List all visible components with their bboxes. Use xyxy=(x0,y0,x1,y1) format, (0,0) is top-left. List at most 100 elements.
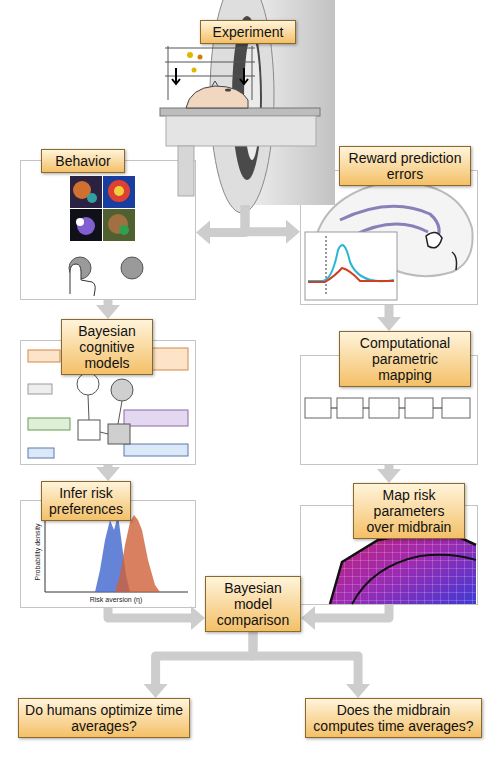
mri-scanner xyxy=(160,0,335,213)
fractal-stimuli-part xyxy=(108,180,130,202)
arrow-shaft xyxy=(104,300,113,307)
stimulus-rack-part xyxy=(252,46,253,100)
flow-arrow xyxy=(377,305,401,331)
subject-head-part xyxy=(225,89,231,92)
arrow-head xyxy=(377,317,401,331)
response-buttons-part xyxy=(121,257,143,279)
subject-head-part xyxy=(212,81,218,86)
stimulus-rack-part xyxy=(192,68,197,73)
stimulus-rack xyxy=(165,46,255,100)
arrow-head xyxy=(191,606,205,630)
fractal-stimuli-part xyxy=(114,186,124,196)
fractal-stimuli-part xyxy=(103,176,135,208)
response-buttons xyxy=(69,257,143,296)
flow-arrow xyxy=(377,465,401,483)
arrow-head xyxy=(377,469,401,483)
orange-box: Bayesian model comparison xyxy=(205,576,301,632)
node-label: Behavior xyxy=(47,153,119,169)
pipeline-flowchart-part xyxy=(369,398,399,418)
heading-box: Map risk parameters over midbrain xyxy=(353,483,465,539)
node-label: Bayesian model comparison xyxy=(211,580,295,628)
graphical-model-part xyxy=(124,444,188,456)
arrow-head xyxy=(346,684,370,698)
stimulus-rack-part xyxy=(187,52,193,58)
posterior-chart-part xyxy=(115,515,160,592)
heading-box: Infer risk preferences xyxy=(41,481,131,521)
graphical-model-part xyxy=(28,350,60,362)
fractal-stimuli-part xyxy=(70,209,102,241)
fractal-stimuli-part xyxy=(87,193,97,203)
rpe-inset-plot-part xyxy=(308,268,394,282)
arrow-head xyxy=(196,221,210,245)
flow-arrow xyxy=(96,465,120,481)
graphical-model-part xyxy=(88,395,122,434)
pipeline-flowchart-part xyxy=(331,408,442,409)
fractal-stimuli-part xyxy=(76,218,84,226)
node-label: Computational parametric mapping xyxy=(345,335,465,383)
brain-sagittal-part xyxy=(426,232,442,247)
node-label: Reward prediction errors xyxy=(345,150,465,182)
fractal-stimuli-part xyxy=(70,176,102,208)
arrow-shaft xyxy=(385,305,394,319)
fractal-stimuli-part xyxy=(103,209,135,241)
graphical-model-part xyxy=(28,418,70,430)
arrow-shaft xyxy=(104,465,113,469)
graphical-model-part xyxy=(77,373,99,395)
stimulus-rack-part xyxy=(198,55,203,60)
midbrain-map-part xyxy=(330,528,476,604)
arrow-head xyxy=(96,467,120,481)
mri-scanner-part xyxy=(160,108,320,116)
heading-box: Behavior xyxy=(41,149,125,173)
graphical-model-part xyxy=(111,379,133,401)
pipeline-flowchart-part xyxy=(305,398,331,418)
arrow-shaft xyxy=(253,632,358,686)
pipeline-flowchart-part xyxy=(442,398,470,418)
brain-sagittal-part xyxy=(452,252,457,270)
node-label: Bayesian cognitive models xyxy=(67,323,147,371)
flow-arrow xyxy=(144,632,253,698)
pipeline-flowchart xyxy=(305,398,470,418)
posterior-chart xyxy=(45,512,188,592)
axis-label: Probability density xyxy=(34,524,42,581)
arrow-shaft xyxy=(313,605,389,618)
orange-box: Do humans optimize time averages? xyxy=(18,698,190,738)
node-label: Experiment xyxy=(206,24,290,40)
fractal-stimuli-part xyxy=(77,217,95,235)
fractal-stimuli-part xyxy=(119,225,129,235)
heading-box: Bayesian cognitive models xyxy=(61,319,153,375)
heading-box: Experiment xyxy=(200,20,296,44)
stimulus-rack-part xyxy=(165,62,255,63)
graphical-model-part xyxy=(78,420,100,440)
node-label: Does the midbrain computes time averages… xyxy=(311,702,476,734)
heading-box: Computational parametric mapping xyxy=(339,331,471,387)
graphical-model-part xyxy=(28,448,54,458)
axis-label: Risk aversion (η) xyxy=(90,596,143,604)
stimulus-rack-part xyxy=(165,76,255,77)
arrow-shaft xyxy=(245,205,288,232)
arrow-head xyxy=(286,220,300,244)
orange-box: Does the midbrain computes time averages… xyxy=(305,698,482,738)
flow-arrow xyxy=(301,605,389,630)
flow-arrow xyxy=(96,300,120,319)
rpe-inset-plot xyxy=(305,232,397,300)
rpe-inset-plot-part xyxy=(305,232,397,300)
flow-arrow xyxy=(253,632,370,698)
fractal-stimuli-part xyxy=(108,214,128,234)
arrow-shaft xyxy=(208,205,245,233)
arrow-head xyxy=(301,606,315,630)
flow-arrow xyxy=(245,205,300,244)
stimulus-rack-part xyxy=(240,68,248,84)
flow-arrow xyxy=(108,606,205,630)
subject-head-part xyxy=(186,86,248,108)
pipeline-flowchart-part xyxy=(405,398,433,418)
subject-head xyxy=(186,81,248,108)
response-buttons-part xyxy=(70,264,95,296)
mri-scanner-part xyxy=(178,146,194,196)
mri-scanner-part xyxy=(166,116,316,146)
node-label: Map risk parameters over midbrain xyxy=(359,487,459,535)
node-label: Do humans optimize time averages? xyxy=(24,702,184,734)
arrow-shaft xyxy=(156,632,253,686)
node-label: Infer risk preferences xyxy=(47,485,125,517)
fractal-stimuli xyxy=(70,176,135,241)
